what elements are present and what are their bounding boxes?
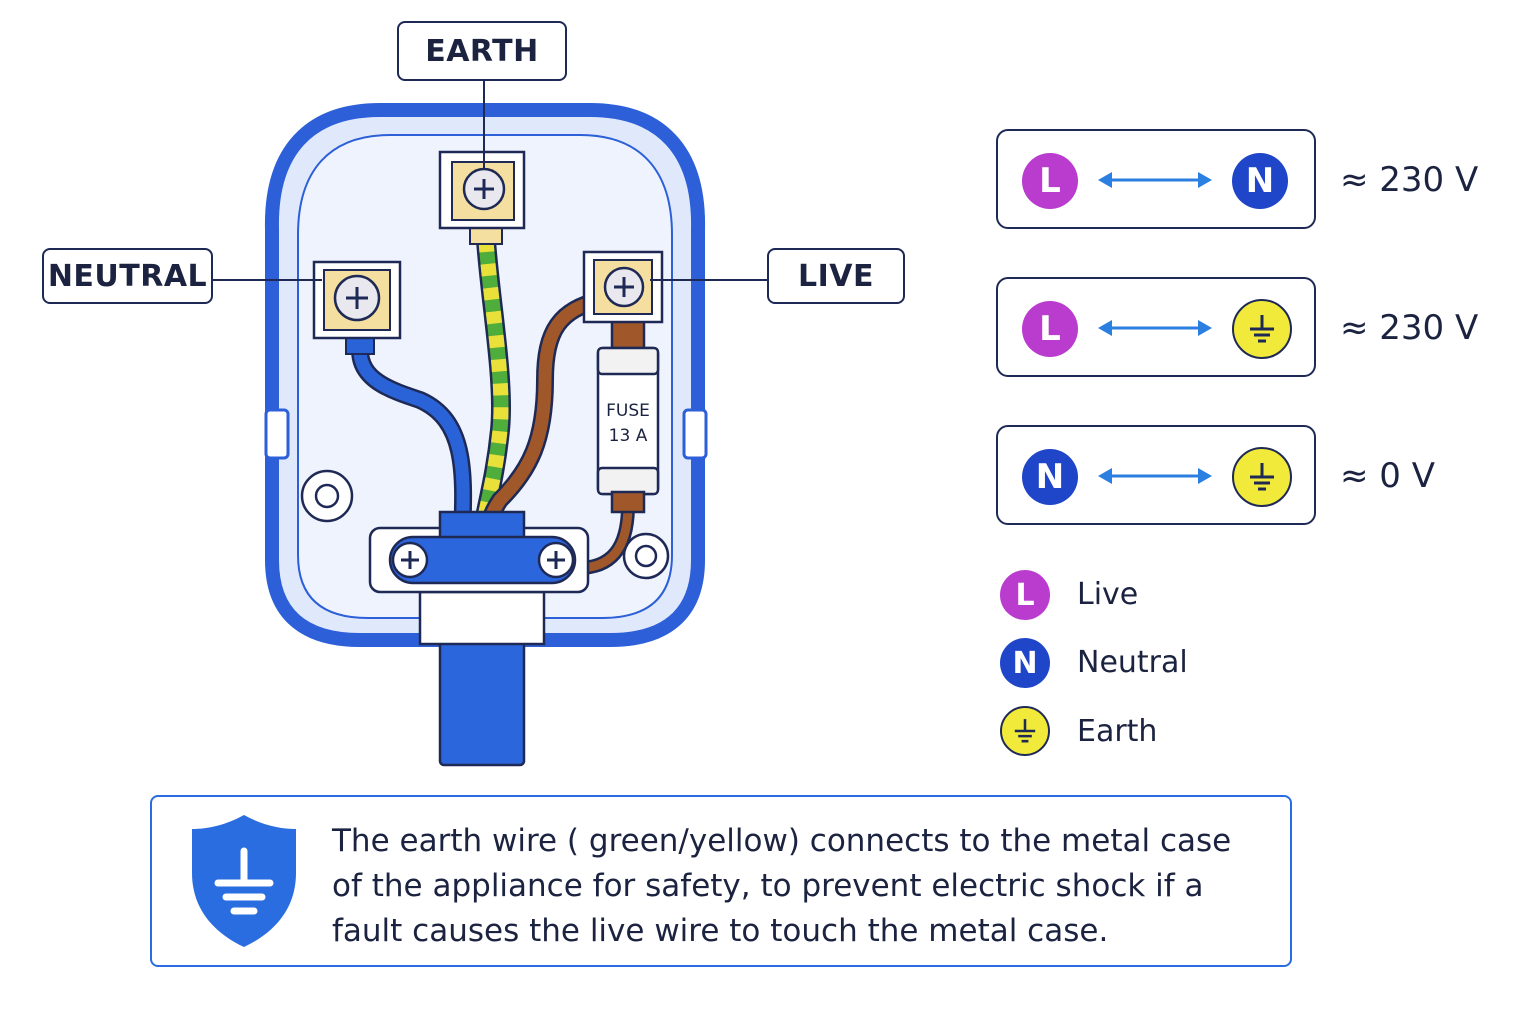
legend-neutral-symbol: N [1000, 638, 1050, 688]
safety-note: The earth wire ( green/yellow) connects … [150, 795, 1292, 967]
legend-neutral-label: Neutral [1077, 645, 1188, 680]
voltage-pair-live-neutral: L N [996, 129, 1316, 229]
cable-clamp [388, 535, 577, 585]
earth-label: EARTH [397, 21, 567, 81]
shield-earth-icon [192, 815, 296, 947]
double-arrow-icon [1098, 172, 1212, 188]
screw-icon [333, 274, 381, 322]
fuse-label-line1: FUSE [606, 401, 650, 421]
live-symbol: L [1022, 153, 1078, 209]
screw-icon [391, 541, 429, 579]
live-label: LIVE [767, 248, 905, 304]
screw-icon [462, 167, 506, 211]
screw-icon [603, 266, 645, 308]
legend-live-symbol: L [1000, 570, 1050, 620]
neutral-label: NEUTRAL [42, 248, 213, 304]
voltage-pair-live-earth: L [996, 277, 1316, 377]
double-arrow-icon [1098, 468, 1212, 484]
earth-ground-icon [1232, 299, 1292, 359]
safety-note-text: The earth wire ( green/yellow) connects … [332, 823, 1232, 949]
legend-earth-label: Earth [1077, 714, 1158, 749]
fuse-label-line2: 13 A [609, 426, 648, 446]
voltage-value-neutral-earth: ≈ 0 V [1340, 456, 1435, 496]
legend-live-label: Live [1077, 577, 1139, 612]
double-arrow-icon [1098, 320, 1212, 336]
screw-icon [537, 541, 575, 579]
voltage-value-live-neutral: ≈ 230 V [1340, 160, 1479, 200]
earth-ground-icon [1232, 447, 1292, 507]
earth-ground-icon [1000, 706, 1050, 756]
neutral-symbol: N [1022, 449, 1078, 505]
voltage-pair-neutral-earth: N [996, 425, 1316, 525]
live-symbol: L [1022, 301, 1078, 357]
neutral-symbol: N [1232, 153, 1288, 209]
voltage-value-live-earth: ≈ 230 V [1340, 308, 1479, 348]
